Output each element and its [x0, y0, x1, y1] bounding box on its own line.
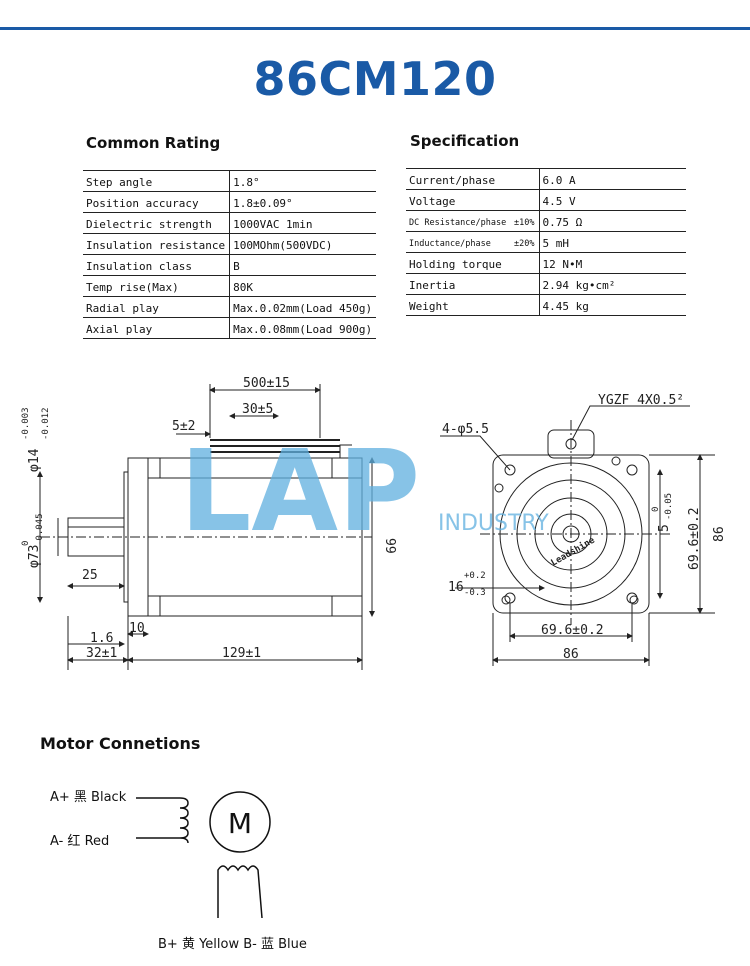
dim-strip-end: 5±2 — [172, 419, 195, 434]
dim-shaft-dia: φ14 — [27, 448, 42, 472]
row-value: 1.8±0.09° — [229, 191, 377, 213]
row-value: 4.45 kg — [539, 294, 686, 316]
connector-label: YGZF 4X0.5² — [598, 393, 684, 408]
dim-pilot-dia: φ73 — [27, 545, 42, 568]
row-value: Max.0.02mm(Load 450g) — [229, 296, 377, 318]
dim-pilot-tol-lower: -0.045 — [35, 513, 45, 546]
table-row: DC Resistance/phase±10%0.75 Ω — [406, 210, 686, 232]
row-label: Axial play — [83, 317, 231, 339]
dim-pilot-tol-upper: 0 — [21, 541, 31, 546]
row-value: 6.0 A — [539, 168, 686, 190]
dim-hub-tol-lower: -0.3 — [464, 588, 486, 598]
row-value: B — [229, 254, 377, 276]
row-label: Current/phase — [406, 168, 540, 190]
dim-hole-spacing-v: 69.6±0.2 — [687, 507, 702, 570]
wire-a-plus-label: A+ 黑 Black — [50, 790, 127, 805]
dim-strip-length: 30±5 — [242, 402, 273, 417]
motor-connection-diagram: M — [136, 791, 271, 919]
hole-label: 4-φ5.5 — [442, 422, 489, 437]
row-value: 4.5 V — [539, 189, 686, 211]
wire-b-labels: B+ 黄 Yellow B- 蓝 Blue — [158, 937, 307, 952]
connections-heading: Motor Connetions — [40, 734, 201, 753]
dim-hole-spacing-h: 69.6±0.2 — [541, 623, 604, 638]
dim-face-width: 86 — [563, 647, 579, 662]
motor-symbol-circle — [209, 791, 271, 853]
dim-hub-depth: 16 — [448, 580, 464, 595]
watermark-letters: LAP — [180, 427, 420, 557]
row-label: Weight — [406, 294, 540, 316]
dim-side-height: 99 — [382, 538, 397, 554]
top-rule — [0, 27, 750, 30]
table-row: Inductance/phase±20%5 mH — [406, 231, 686, 253]
row-value: 100MOhm(500VDC) — [229, 233, 377, 255]
dim-key-tol-upper: 0 — [651, 507, 661, 512]
motor-dimension-drawing: LAP INDUSTRY 500±15 30±5 5±2 25 1.6 10 3… — [21, 376, 727, 670]
dim-face-height: 86 — [712, 526, 727, 542]
row-value: 0.75 Ω — [539, 210, 686, 232]
row-value: 5 mH — [539, 231, 686, 253]
row-value: 80K — [229, 275, 377, 297]
row-label: Insulation resistance — [83, 233, 231, 255]
dim-shaft-length: 32±1 — [86, 646, 117, 661]
dim-shaft-flat: 25 — [82, 568, 98, 583]
brand-text: Leadshine — [549, 534, 597, 568]
row-label: Inductance/phase±20% — [406, 231, 540, 253]
dim-shaft-tol-lower: -0.012 — [41, 407, 51, 440]
row-label: Step angle — [83, 170, 231, 192]
dim-flange-thickness: 1.6 — [90, 631, 113, 646]
dim-body-length: 129±1 — [222, 646, 261, 661]
watermark-sub: INDUSTRY — [438, 511, 549, 536]
specification-heading: Specification — [410, 132, 520, 150]
row-label: Dielectric strength — [83, 212, 231, 234]
motor-symbol: M — [228, 807, 252, 840]
dim-pilot-length: 10 — [129, 621, 145, 636]
dim-key-tol-lower: -0.05 — [664, 493, 674, 520]
row-value: 1.8° — [229, 170, 377, 192]
page-title: 86CM120 — [253, 52, 497, 106]
dim-cable-length: 500±15 — [243, 376, 290, 391]
row-label: Insulation class — [83, 254, 231, 276]
common-rating-heading: Common Rating — [86, 134, 221, 152]
row-label: Radial play — [83, 296, 231, 318]
wire-a-minus-label: A- 红 Red — [50, 834, 110, 849]
row-label: Inertia — [406, 273, 540, 295]
row-value: Max.0.08mm(Load 900g) — [229, 317, 377, 339]
row-label: Holding torque — [406, 252, 540, 274]
dim-shaft-tol-upper: -0.003 — [21, 407, 31, 440]
table-row: Temp rise(Max)80K — [83, 275, 377, 297]
row-label: DC Resistance/phase±10% — [406, 210, 540, 232]
row-value: 1000VAC 1min — [229, 212, 377, 234]
row-value: 12 N•M — [539, 252, 686, 274]
row-label: Voltage — [406, 189, 540, 211]
watermark: LAP INDUSTRY — [180, 427, 549, 557]
row-label: Position accuracy — [83, 191, 231, 213]
row-label: Temp rise(Max) — [83, 275, 231, 297]
row-value: 2.94 kg•cm² — [539, 273, 686, 295]
dim-hub-tol-upper: +0.2 — [464, 571, 486, 581]
dim-key-depth: 5 — [657, 524, 672, 532]
